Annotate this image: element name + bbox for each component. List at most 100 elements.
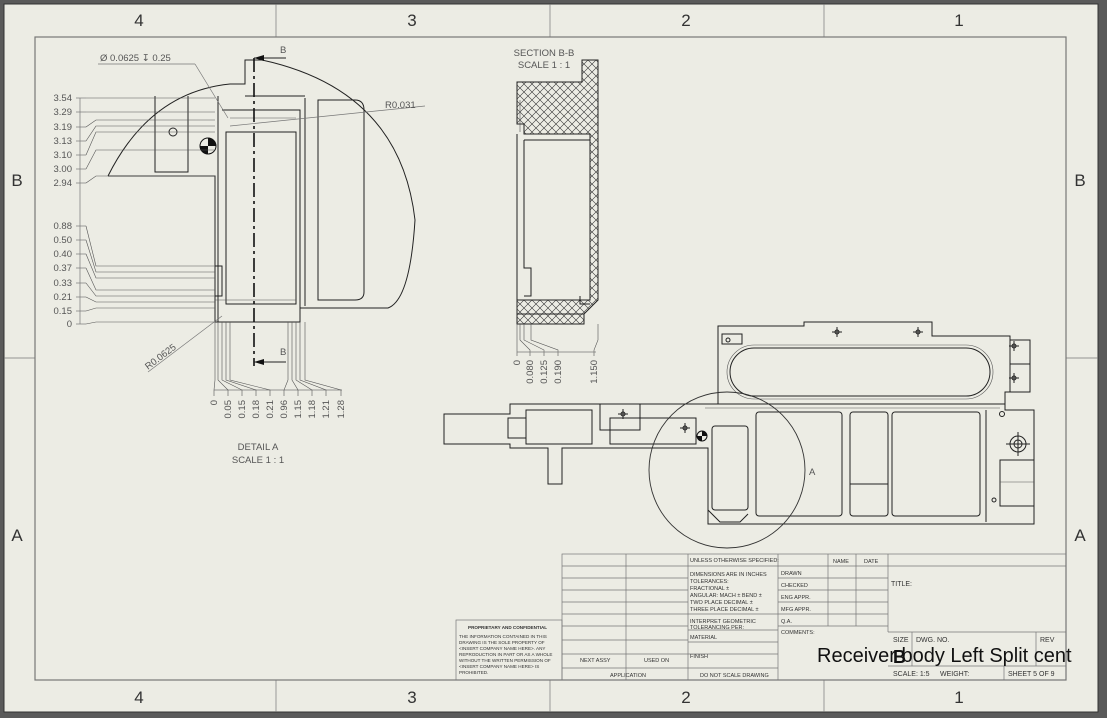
tb-interpret: INTERPRET GEOMETRIC bbox=[690, 619, 756, 625]
detail-a-y-dim-leader bbox=[85, 307, 215, 312]
tb-comments: COMMENTS: bbox=[781, 630, 815, 636]
detail-a-y-dim-label: 3.00 bbox=[54, 164, 73, 175]
detail-a-y-dim-leader bbox=[85, 321, 215, 325]
tb-mfg-appr: MFG APPR. bbox=[781, 607, 811, 613]
detail-a-x-dim-leader bbox=[283, 322, 289, 396]
tb-application: APPLICATION bbox=[610, 673, 646, 679]
zone-top-4: 4 bbox=[134, 11, 143, 30]
tb-size-value: B bbox=[893, 647, 906, 667]
detail-a-x-dim-label: 0.18 bbox=[251, 400, 262, 419]
detail-a-view: B B Ø 0.0625 ↧ 0.25 R0.031 R0.0625 3.543… bbox=[54, 45, 426, 466]
section-bb-x-dim-leader bbox=[519, 324, 531, 356]
tb-next-assy: NEXT ASSY bbox=[580, 658, 611, 664]
detail-a-y-dim-leader bbox=[85, 125, 215, 142]
zone-bottom-3: 3 bbox=[407, 688, 416, 707]
tb-size-label: SIZE bbox=[893, 637, 909, 644]
detail-a-x-dim-leader bbox=[304, 322, 342, 396]
detail-a-x-dim-label: 0.05 bbox=[223, 400, 234, 419]
tb-unless: UNLESS OTHERWISE SPECIFIED: bbox=[690, 558, 779, 564]
detail-a-x-dim-label: 0.15 bbox=[237, 400, 248, 419]
detail-a-y-dim-leader bbox=[85, 225, 215, 267]
detail-a-circle bbox=[648, 391, 806, 549]
radius-callout-1: R0.031 bbox=[385, 100, 416, 111]
tb-two-place: TWO PLACE DECIMAL ± bbox=[690, 600, 753, 606]
detail-a-y-dim-leader bbox=[85, 282, 215, 297]
zone-left-b: B bbox=[11, 171, 22, 190]
detail-a-x-dim-leader bbox=[295, 322, 313, 396]
zone-bottom-2: 2 bbox=[681, 688, 690, 707]
section-bb-title: SECTION B-B bbox=[514, 48, 575, 59]
zone-right-b: B bbox=[1074, 171, 1085, 190]
zone-top-1: 1 bbox=[954, 11, 963, 30]
tb-proprietary-notice: THE INFORMATION CONTAINED IN THISDRAWING… bbox=[459, 634, 552, 675]
tb-drawn: DRAWN bbox=[781, 571, 802, 577]
detail-a-x-dim-leader bbox=[217, 322, 229, 396]
detail-a-x-dim-leader bbox=[225, 322, 257, 396]
detail-a-y-dim-label: 0.88 bbox=[54, 221, 73, 232]
detail-a-x-dim-label: 1.15 bbox=[293, 400, 304, 419]
tb-title-label: TITLE: bbox=[891, 581, 912, 588]
detail-a-y-dim-leader bbox=[85, 253, 215, 279]
tb-dims-in: DIMENSIONS ARE IN INCHES bbox=[690, 572, 767, 578]
section-bb-x-dim-leader bbox=[593, 324, 599, 356]
tb-date-header: DATE bbox=[864, 559, 879, 565]
detail-a-y-dim-label: 0.50 bbox=[54, 235, 73, 246]
tb-scale: SCALE: 1:5 bbox=[893, 671, 930, 678]
detail-a-x-dim-leader bbox=[299, 322, 327, 396]
tb-qa: Q.A. bbox=[781, 619, 792, 625]
section-bb-x-dim-label: 1.150 bbox=[589, 360, 600, 384]
detail-a-y-dim-leader bbox=[85, 175, 215, 184]
detail-a-y-dim-leader bbox=[85, 119, 215, 128]
tb-sheet: SHEET 5 OF 9 bbox=[1008, 671, 1055, 678]
detail-a-x-dim-leader bbox=[213, 322, 216, 396]
section-bb-x-dim-leader bbox=[523, 324, 545, 356]
detail-a-y-dim-label: 0 bbox=[67, 319, 72, 330]
tb-proprietary-line: REPRODUCTION IN PART OR AS A WHOLE bbox=[459, 652, 552, 657]
main-center-of-mass-symbol bbox=[696, 430, 708, 442]
detail-a-x-dim-label: 0.96 bbox=[279, 400, 290, 419]
detail-a-y-dim-label: 3.29 bbox=[54, 107, 73, 118]
section-bb-scale: SCALE 1 : 1 bbox=[518, 60, 570, 71]
detail-a-title: DETAIL A bbox=[238, 442, 279, 453]
detail-a-y-dim-label: 3.54 bbox=[54, 93, 73, 104]
detail-a-y-dim-label: 0.33 bbox=[54, 278, 73, 289]
detail-a-x-dim-leader bbox=[229, 322, 271, 396]
tb-three-place: THREE PLACE DECIMAL ± bbox=[690, 607, 759, 613]
detail-a-scale: SCALE 1 : 1 bbox=[232, 455, 284, 466]
zone-left-a: A bbox=[11, 526, 23, 545]
tb-proprietary-line: PROHIBITED. bbox=[459, 670, 488, 675]
zone-top-3: 3 bbox=[407, 11, 416, 30]
tb-tolerancing: TOLERANCING PER: bbox=[690, 625, 744, 631]
detail-a-x-dim-leader bbox=[221, 322, 243, 396]
tb-used-on: USED ON bbox=[644, 658, 669, 664]
tb-do-not-scale: DO NOT SCALE DRAWING bbox=[700, 673, 769, 679]
zone-ticks bbox=[4, 4, 1098, 712]
section-bb-x-dim-label: 0 bbox=[512, 360, 523, 365]
section-mark-top: B bbox=[280, 45, 286, 56]
section-bb-x-dim-leader bbox=[530, 324, 559, 356]
tb-name-header: NAME bbox=[833, 559, 849, 565]
hole-callout: Ø 0.0625 ↧ 0.25 bbox=[100, 53, 171, 64]
detail-a-x-dim-label: 0 bbox=[209, 400, 220, 405]
detail-a-y-dim-leader bbox=[85, 149, 215, 170]
detail-a-x-dim-label: 1.28 bbox=[336, 400, 347, 419]
tb-proprietary-title: PROPRIETARY AND CONFIDENTIAL bbox=[468, 625, 547, 630]
section-mark-bottom: B bbox=[280, 347, 286, 358]
detail-a-y-dim-label: 0.37 bbox=[54, 263, 73, 274]
tb-checked: CHECKED bbox=[781, 583, 808, 589]
tb-weight: WEIGHT: bbox=[940, 671, 969, 678]
section-bb-x-dim-label: 0.125 bbox=[539, 360, 550, 384]
detail-a-label: A bbox=[809, 467, 816, 478]
tb-proprietary-line: DRAWING IS THE SOLE PROPERTY OF bbox=[459, 640, 545, 645]
tb-rev-label: REV bbox=[1040, 637, 1055, 644]
tb-eng-appr: ENG APPR. bbox=[781, 595, 811, 601]
tb-fractional: FRACTIONAL ± bbox=[690, 586, 729, 592]
tb-tolerances: TOLERANCES: bbox=[690, 579, 729, 585]
tb-proprietary-line: <INSERT COMPANY NAME HERE>. ANY bbox=[459, 646, 545, 651]
section-bb-x-dim-label: 0.190 bbox=[553, 360, 564, 384]
tb-proprietary-line: WITHOUT THE WRITTEN PERMISSION OF bbox=[459, 658, 551, 663]
detail-a-y-dim-label: 3.13 bbox=[54, 136, 73, 147]
